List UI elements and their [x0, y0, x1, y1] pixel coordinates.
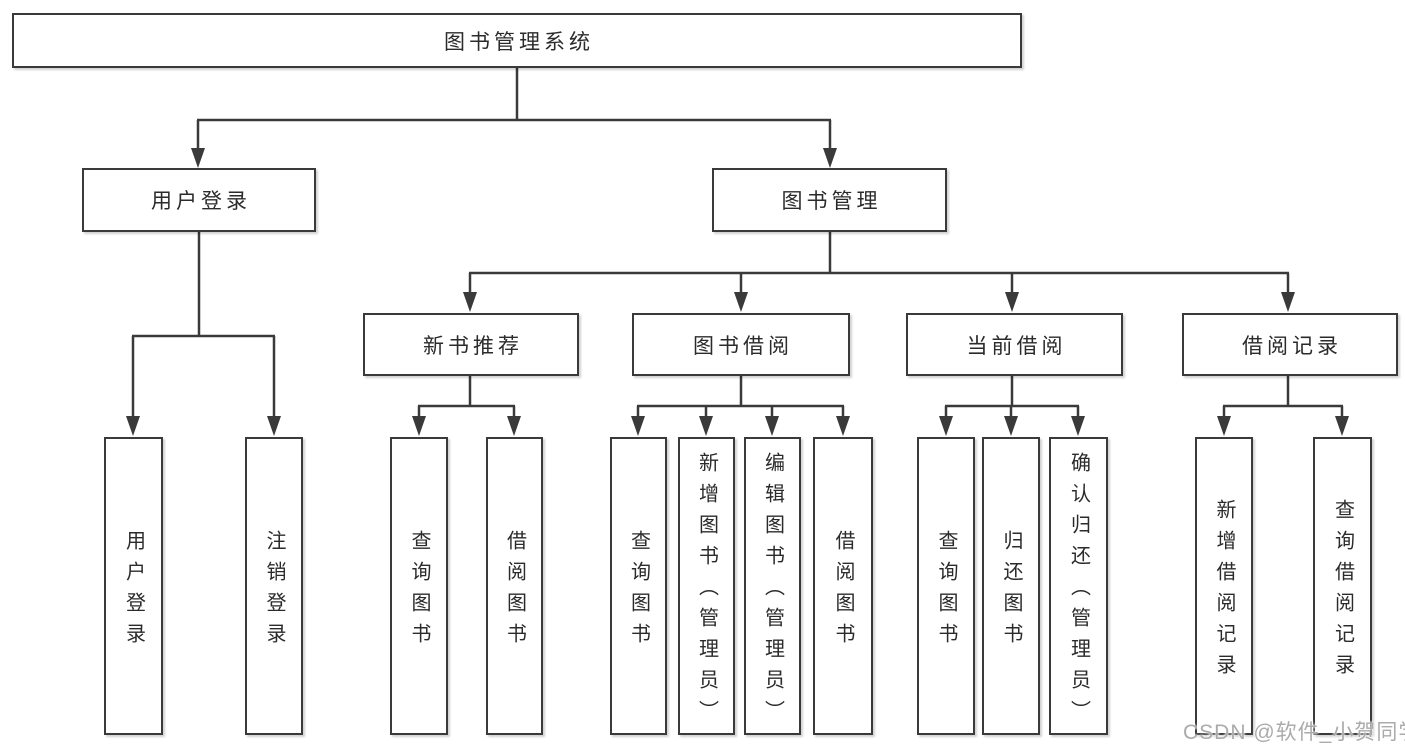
- leaf-borrow-books-recommend: 借阅图书: [486, 437, 543, 735]
- leaf-query-books-current-label: 查询图书: [935, 529, 957, 654]
- node-root-label: 图书管理系统: [444, 30, 594, 54]
- leaf-logout-login: 注销登录: [245, 437, 303, 735]
- leaf-borrow-books: 借阅图书: [813, 437, 873, 735]
- connector-borrow-records-to-leaves: [1217, 376, 1349, 436]
- leaf-borrow-books-recommend-label: 借阅图书: [503, 529, 526, 654]
- leaf-add-book-admin-label: 新增图书（管理员）: [695, 452, 718, 731]
- node-user-login: 用户登录: [82, 168, 316, 232]
- connector-book-borrow-to-leaves: [631, 376, 850, 436]
- connector-current-borrow-to-leaves: [939, 376, 1085, 436]
- leaf-query-borrow-record: 查询借阅记录: [1313, 437, 1372, 735]
- leaf-logout-login-label: 注销登录: [263, 529, 285, 654]
- leaf-query-borrow-record-label: 查询借阅记录: [1331, 498, 1354, 685]
- node-borrow-records: 借阅记录: [1182, 313, 1398, 376]
- leaf-edit-book-admin-label: 编辑图书（管理员）: [761, 452, 784, 731]
- leaf-confirm-return-admin: 确认归还（管理员）: [1049, 437, 1108, 735]
- node-new-book-recommend: 新书推荐: [363, 313, 579, 376]
- node-book-borrow-label: 图书借阅: [693, 334, 793, 358]
- leaf-query-books-current: 查询图书: [917, 437, 975, 735]
- connector-user-login-to-leaves: [126, 232, 281, 436]
- leaf-query-books-recommend-label: 查询图书: [408, 529, 430, 654]
- node-borrow-records-label: 借阅记录: [1242, 334, 1342, 358]
- leaf-query-books-recommend: 查询图书: [390, 437, 448, 735]
- leaf-confirm-return-admin-label: 确认归还（管理员）: [1067, 452, 1090, 731]
- connector-book-management-to-level3: [463, 232, 1295, 312]
- leaf-add-borrow-record: 新增借阅记录: [1195, 437, 1253, 735]
- node-book-borrow: 图书借阅: [632, 313, 850, 376]
- leaf-user-login: 用户登录: [104, 437, 163, 735]
- connector-root-to-level2: [191, 68, 837, 168]
- leaf-add-book-admin: 新增图书（管理员）: [678, 437, 735, 735]
- node-user-login-label: 用户登录: [151, 190, 251, 213]
- leaf-query-books-borrow: 查询图书: [610, 437, 667, 735]
- node-current-borrow-label: 当前借阅: [966, 334, 1067, 358]
- leaf-user-login-label: 用户登录: [122, 529, 145, 654]
- leaf-return-book-label: 归还图书: [1000, 529, 1022, 654]
- node-current-borrow: 当前借阅: [906, 313, 1123, 376]
- leaf-query-books-borrow-label: 查询图书: [627, 529, 650, 654]
- node-book-management: 图书管理: [712, 168, 947, 232]
- leaf-borrow-books-label: 借阅图书: [832, 529, 854, 654]
- csdn-watermark: CSDN @软件_小贺同学: [1183, 721, 1405, 744]
- leaf-edit-book-admin: 编辑图书（管理员）: [744, 437, 801, 735]
- leaf-return-book: 归还图书: [982, 437, 1040, 735]
- leaf-add-borrow-record-label: 新增借阅记录: [1213, 498, 1235, 685]
- node-book-management-label: 图书管理: [781, 190, 882, 213]
- node-root: 图书管理系统: [12, 13, 1022, 68]
- connector-new-book-recommend-to-leaves: [412, 375, 521, 436]
- node-new-book-recommend-label: 新书推荐: [423, 334, 523, 358]
